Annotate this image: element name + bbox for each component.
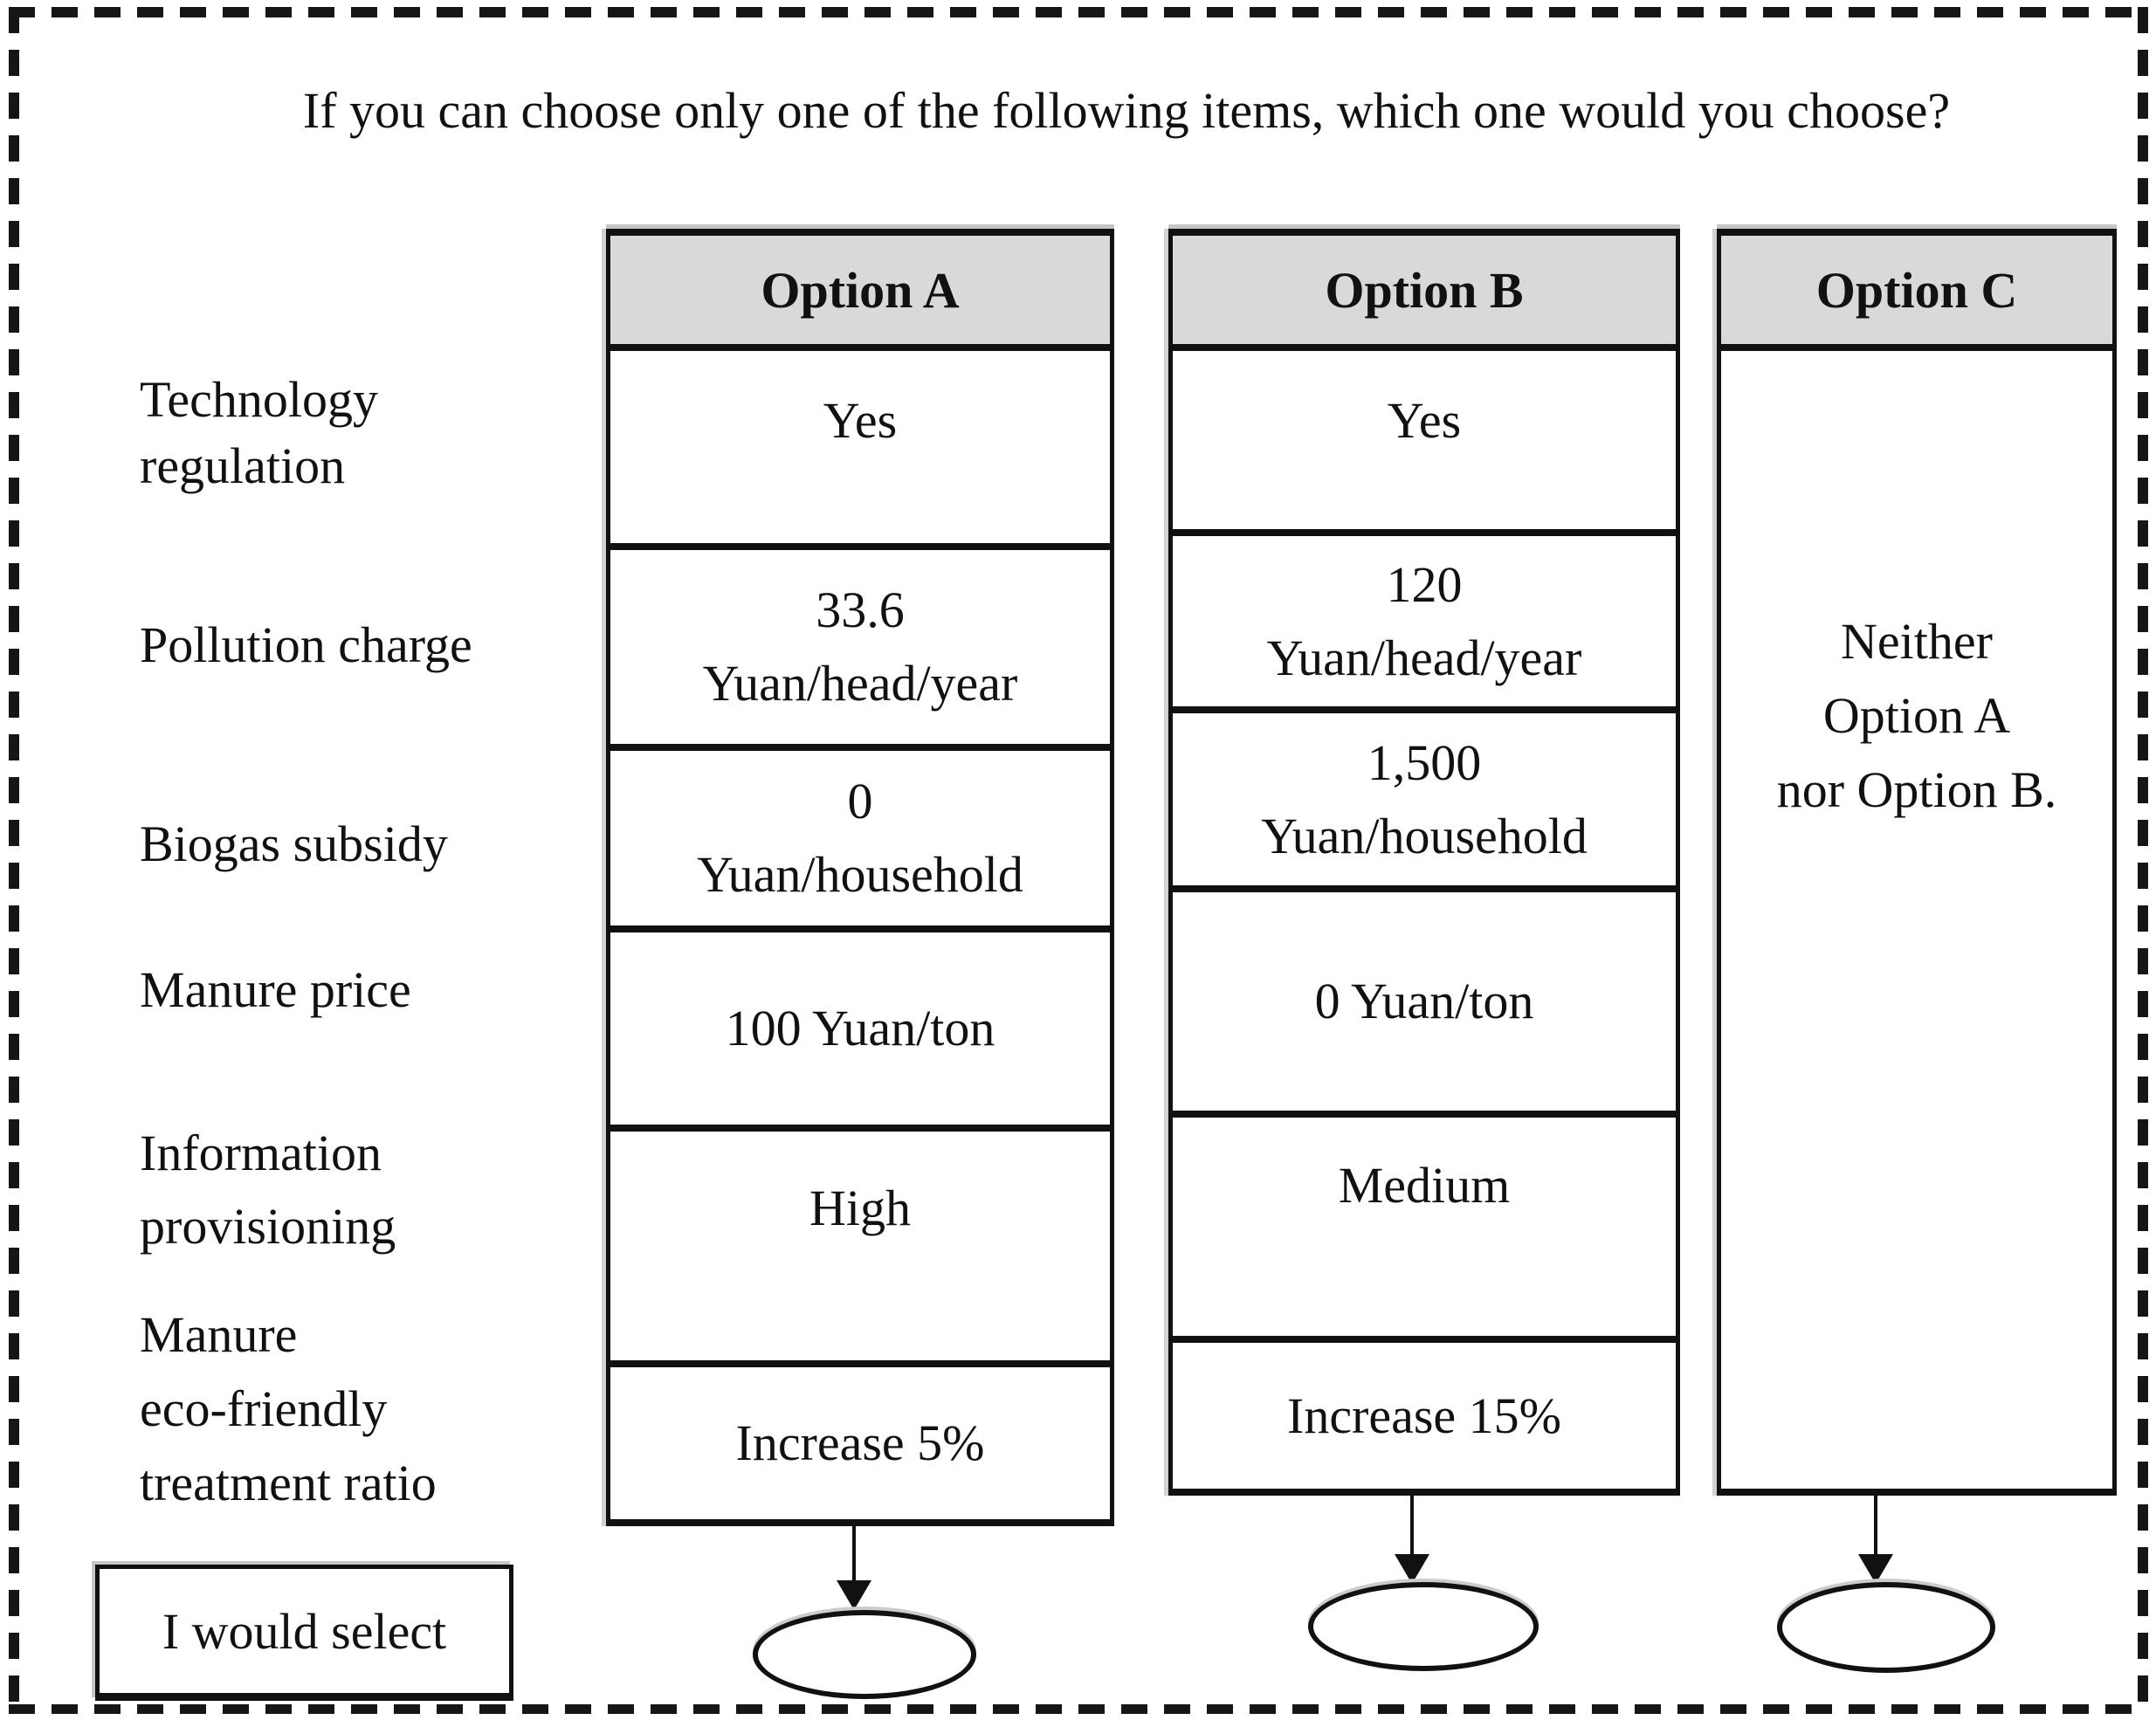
option-a-arrow-head-icon xyxy=(837,1580,871,1610)
cell-value-line: 33.6 xyxy=(816,581,905,638)
attribute-label-line: Biogas subsidy xyxy=(140,815,448,872)
cell-option-b-technology-regulation: Yes xyxy=(1168,351,1680,536)
option-a-column: Option A Yes 33.6 Yuan/head/year 0 Yuan/… xyxy=(606,229,1114,1526)
cell-value: Increase 5% xyxy=(735,1414,985,1471)
cell-option-b-information-provisioning: Medium xyxy=(1168,1118,1680,1343)
cell-value-line: Yuan/head/year xyxy=(702,655,1018,712)
i-would-select-label: I would select xyxy=(162,1602,447,1660)
cell-option-a-technology-regulation: Yes xyxy=(606,351,1114,550)
attribute-label-line: treatment ratio xyxy=(140,1455,437,1511)
cell-option-b-manure-price: 0 Yuan/ton xyxy=(1168,892,1680,1118)
option-b-header: Option B xyxy=(1168,229,1680,351)
frame-border-bottom xyxy=(9,1704,2148,1714)
attribute-label-line: eco-friendly xyxy=(140,1380,388,1437)
option-c-column: Option C Neither Option A nor Option B. xyxy=(1717,229,2117,1496)
option-b-response-oval[interactable] xyxy=(1308,1582,1539,1671)
attribute-label-biogas-subsidy: Biogas subsidy xyxy=(140,808,576,881)
i-would-select-box: I would select xyxy=(95,1565,513,1701)
cell-value-line: 1,500 xyxy=(1367,733,1482,791)
cell-value: 100 Yuan/ton xyxy=(725,1000,995,1056)
attribute-label-technology-regulation: Technology regulation xyxy=(140,367,576,499)
cell-value: Yes xyxy=(1387,392,1462,449)
cell-option-a-manure-price: 100 Yuan/ton xyxy=(606,932,1114,1132)
option-a-response-oval[interactable] xyxy=(753,1610,976,1699)
cell-value: 0 Yuan/ton xyxy=(1314,973,1534,1029)
attribute-label-manure-price: Manure price xyxy=(140,953,576,1027)
cell-option-a-treatment-ratio: Increase 5% xyxy=(606,1367,1114,1526)
cell-value: High xyxy=(809,1180,911,1236)
cell-option-b-treatment-ratio: Increase 15% xyxy=(1168,1343,1680,1496)
cell-value-line: nor Option B. xyxy=(1776,761,2057,818)
option-a-header: Option A xyxy=(606,229,1114,351)
cell-value-line: Yuan/household xyxy=(1261,807,1588,864)
cell-option-a-information-provisioning: High xyxy=(606,1132,1114,1367)
attribute-label-information-provisioning: Information provisioning xyxy=(140,1117,576,1263)
cell-value: Yes xyxy=(823,392,898,449)
cell-option-c-neither: Neither Option A nor Option B. xyxy=(1717,351,2117,1496)
option-a-header-label: Option A xyxy=(761,261,960,319)
cell-value-line: Neither xyxy=(1841,613,1993,670)
option-c-arrow-line xyxy=(1874,1496,1877,1556)
cell-value-line: Yuan/head/year xyxy=(1266,629,1582,686)
attribute-label-line: regulation xyxy=(140,437,346,494)
option-c-response-oval[interactable] xyxy=(1777,1582,1995,1673)
frame-border-top xyxy=(9,7,2148,17)
attribute-label-manure-eco-friendly-treatment-ratio: Manure eco-friendly treatment ratio xyxy=(140,1297,576,1520)
cell-value-line: 120 xyxy=(1386,555,1463,613)
cell-option-b-pollution-charge: 120 Yuan/head/year xyxy=(1168,536,1680,713)
cell-option-a-biogas-subsidy: 0 Yuan/household xyxy=(606,751,1114,932)
frame-border-left xyxy=(9,7,19,1714)
cell-value: Medium xyxy=(1338,1157,1511,1214)
option-b-column: Option B Yes 120 Yuan/head/year 1,500 Yu… xyxy=(1168,229,1680,1496)
option-c-header: Option C xyxy=(1717,229,2117,351)
attribute-label-line: Information xyxy=(140,1125,382,1181)
attribute-label-line: Technology xyxy=(140,371,378,428)
cell-value: Increase 15% xyxy=(1287,1386,1561,1444)
cell-value-line: 0 xyxy=(847,773,873,829)
attribute-label-line: Pollution charge xyxy=(140,616,472,673)
frame-border-right xyxy=(2138,7,2148,1714)
cell-option-b-biogas-subsidy: 1,500 Yuan/household xyxy=(1168,713,1680,892)
attribute-label-line: Manure xyxy=(140,1306,298,1363)
cell-value-line: Option A xyxy=(1822,687,2011,744)
option-a-arrow-line xyxy=(852,1526,856,1582)
option-c-header-label: Option C xyxy=(1815,261,2018,319)
cell-value-line: Yuan/household xyxy=(697,846,1023,903)
attribute-label-pollution-charge: Pollution charge xyxy=(140,609,576,682)
option-b-arrow-head-icon xyxy=(1395,1554,1429,1584)
option-b-arrow-line xyxy=(1410,1496,1414,1556)
question-title: If you can choose only one of the follow… xyxy=(302,82,1951,139)
attribute-label-line: provisioning xyxy=(140,1198,396,1255)
option-c-arrow-head-icon xyxy=(1858,1554,1893,1584)
cell-option-a-pollution-charge: 33.6 Yuan/head/year xyxy=(606,550,1114,751)
option-b-header-label: Option B xyxy=(1325,261,1524,319)
attribute-label-line: Manure price xyxy=(140,961,411,1018)
